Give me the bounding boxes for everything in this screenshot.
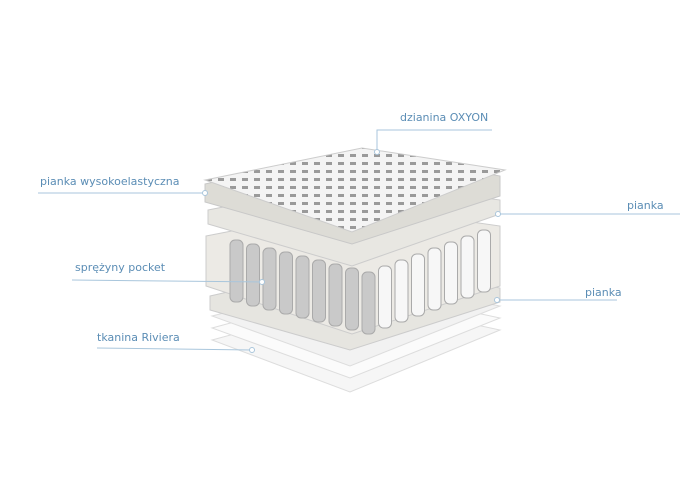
label-oxyon-fabric: dzianina OXYON [400, 111, 489, 124]
spring-coil [361, 271, 376, 335]
spring-coil [411, 253, 425, 317]
spring-coil [328, 263, 343, 327]
spring-coil [427, 247, 442, 311]
leader-dots [202, 149, 501, 353]
spring-coil [295, 255, 310, 319]
spring-coil [229, 239, 244, 303]
spring-coil [378, 265, 392, 329]
spring-coil [394, 259, 409, 323]
label-cover: tkanina Riviera [97, 331, 180, 344]
spring-coil [246, 243, 260, 307]
spring-coil [279, 251, 293, 315]
spring-coil [312, 259, 326, 323]
leader-lines [38, 129, 680, 351]
spring-coil [262, 247, 277, 311]
label-pocket-springs: sprężyny pocket [75, 261, 166, 274]
label-foam-top: pianka [627, 199, 664, 212]
spring-coil [460, 235, 475, 299]
oxyon-fabric-layer [203, 147, 507, 233]
spring-coil [444, 241, 458, 305]
spring-coil [345, 267, 359, 331]
spring-coil [477, 229, 491, 293]
label-hr-foam: pianka wysokoelastyczna [40, 175, 180, 188]
label-foam-bottom: pianka [585, 286, 622, 299]
